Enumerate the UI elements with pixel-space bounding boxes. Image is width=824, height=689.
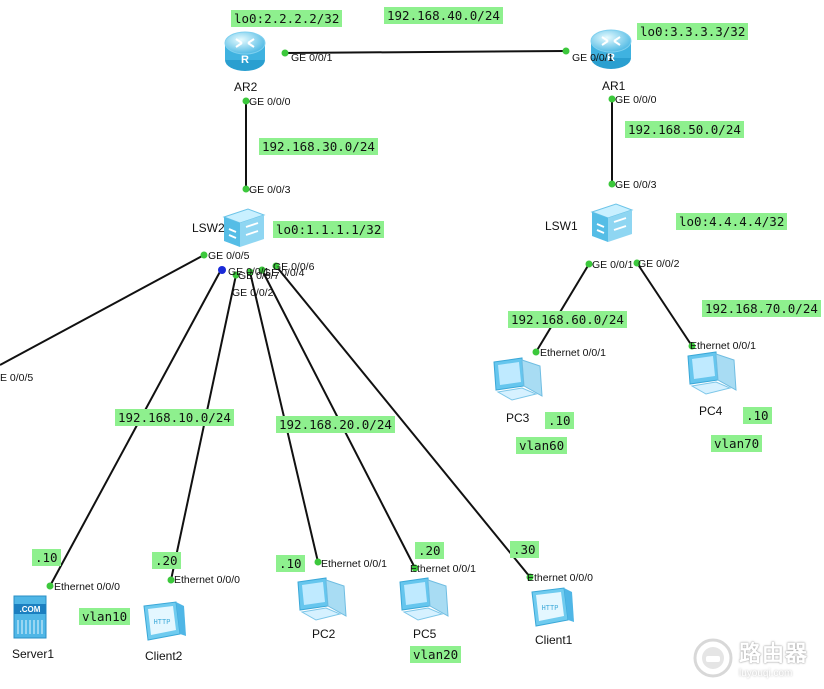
svg-text:HTTP: HTTP: [154, 619, 171, 627]
router-ar2[interactable]: R: [222, 28, 268, 78]
client-client2[interactable]: HTTP: [140, 598, 188, 648]
pc-icon: [687, 351, 737, 395]
pc2-ip-tag: .10: [276, 555, 305, 572]
network-60-tag: 192.168.60.0/24: [508, 311, 627, 328]
server1-vlan-tag: vlan10: [79, 608, 131, 625]
server-server1[interactable]: .COM: [10, 594, 52, 646]
client2-port-eth: Ethernet 0/0/0: [174, 574, 240, 586]
pc4-port-eth: Ethernet 0/0/1: [690, 340, 756, 352]
pc2-port-eth: Ethernet 0/0/1: [321, 558, 387, 570]
link-lsw2-left: [0, 254, 205, 366]
watermark-sub: luyouqi.com: [738, 668, 793, 679]
svg-text:HTTP: HTTP: [542, 605, 559, 613]
watermark-main: 路由器: [738, 642, 808, 667]
ar2-label: AR2: [234, 80, 258, 94]
pc4-ip-tag: .10: [743, 407, 772, 424]
switch-icon: [222, 208, 266, 247]
network-40-tag: 192.168.40.0/24: [384, 7, 503, 24]
ar2-port-ge000: GE 0/0/0: [249, 96, 291, 108]
pc-pc4[interactable]: [686, 350, 740, 400]
watermark: 路由器 luyouqi.com: [693, 636, 808, 679]
lsw1-label: LSW1: [545, 219, 578, 233]
lsw2-port-ge004: GE 0/0/4: [263, 267, 305, 279]
pc4-vlan-tag: vlan70: [711, 435, 763, 452]
client2-label: Client2: [145, 649, 183, 663]
link-lsw2-server1: [49, 267, 223, 587]
pc3-label: PC3: [506, 411, 530, 425]
ar2-port-ge001: GE 0/0/1: [291, 52, 333, 64]
pc-pc3[interactable]: [492, 356, 546, 406]
lsw1-port-ge002: GE 0/0/2: [638, 258, 680, 270]
lsw2-port-ge005: GE 0/0/5: [208, 250, 250, 262]
lsw2-label: LSW2: [192, 221, 225, 235]
pc3-ip-tag: .10: [545, 412, 574, 429]
network-70-tag: 192.168.70.0/24: [702, 300, 821, 317]
router-icon: R: [590, 29, 632, 69]
left-link-port-ge005: E 0/0/5: [0, 372, 34, 384]
ar2-loopback-tag: lo0:2.2.2.2/32: [231, 10, 343, 27]
network-20-tag: 192.168.20.0/24: [276, 416, 395, 433]
server1-port-eth: Ethernet 0/0/0: [54, 581, 120, 593]
client1-ip-tag: .30: [510, 541, 539, 558]
ar1-loopback-tag: lo0:3.3.3.3/32: [637, 23, 749, 40]
pc2-label: PC2: [312, 627, 336, 641]
switch-icon: [590, 203, 634, 242]
network-50-tag: 192.168.50.0/24: [625, 121, 744, 138]
link-ar2-ar1: [284, 50, 567, 54]
ar1-port-ge001: GE 0/0/1: [572, 52, 614, 64]
router-ar1[interactable]: R: [588, 26, 634, 76]
lsw2-port-ge002: GE 0/0/2: [232, 287, 274, 299]
client-icon: HTTP: [143, 601, 186, 641]
client2-ip-tag: .20: [152, 552, 181, 569]
pc4-label: PC4: [699, 404, 723, 418]
client1-port-eth: Ethernet 0/0/0: [527, 572, 593, 584]
pc-icon: [493, 357, 543, 401]
link-lsw1-pc4: [636, 262, 693, 347]
lsw2-port-ge001: GE 0/0/1: [228, 266, 270, 278]
link-lsw2-client2: [170, 274, 237, 581]
pc5-port-eth: Ethernet 0/0/1: [410, 563, 476, 575]
network-10-tag: 192.168.10.0/24: [115, 409, 234, 426]
pc-pc2[interactable]: [296, 576, 350, 626]
lsw2-port-ge007: GE 0/0/7: [238, 270, 280, 282]
lsw2-port-ge003: GE 0/0/3: [249, 184, 291, 196]
link-lsw1-pc3: [535, 263, 590, 353]
lsw2-port-ge006: GE 0/0/6: [273, 261, 315, 273]
router-icon: R: [224, 31, 266, 71]
pc-pc5[interactable]: [398, 576, 452, 626]
pc5-label: PC5: [413, 627, 437, 641]
server1-label: Server1: [12, 647, 55, 661]
client1-label: Client1: [535, 633, 573, 647]
network-30-tag: 192.168.30.0/24: [259, 138, 378, 155]
svg-text:R: R: [241, 54, 249, 66]
server1-ip-tag: .10: [32, 549, 61, 566]
switch-lsw2[interactable]: [220, 205, 266, 255]
link-lsw2-client1: [275, 265, 531, 578]
lsw1-port-ge003: GE 0/0/3: [615, 179, 657, 191]
pc-icon: [399, 577, 449, 621]
lsw1-loopback-tag: lo0:4.4.4.4/32: [676, 213, 788, 230]
switch-lsw1[interactable]: [588, 200, 634, 250]
svg-text:R: R: [607, 52, 615, 64]
lsw1-port-ge001: GE 0/0/1: [592, 259, 634, 271]
pc5-vlan-tag: vlan20: [410, 646, 462, 663]
ar1-label: AR1: [602, 79, 626, 93]
lsw2-loopback-tag: lo0:1.1.1.1/32: [273, 221, 385, 238]
ar1-port-ge000: GE 0/0/0: [615, 94, 657, 106]
pc-icon: [297, 577, 347, 621]
client-icon: HTTP: [531, 587, 574, 627]
pc3-vlan-tag: vlan60: [516, 437, 568, 454]
pc5-ip-tag: .20: [415, 542, 444, 559]
pc3-port-eth: Ethernet 0/0/1: [540, 347, 606, 359]
server-icon: .COM: [13, 595, 47, 639]
router-logo-icon: [693, 638, 733, 677]
client-client1[interactable]: HTTP: [528, 584, 576, 634]
svg-text:.COM: .COM: [20, 605, 41, 614]
